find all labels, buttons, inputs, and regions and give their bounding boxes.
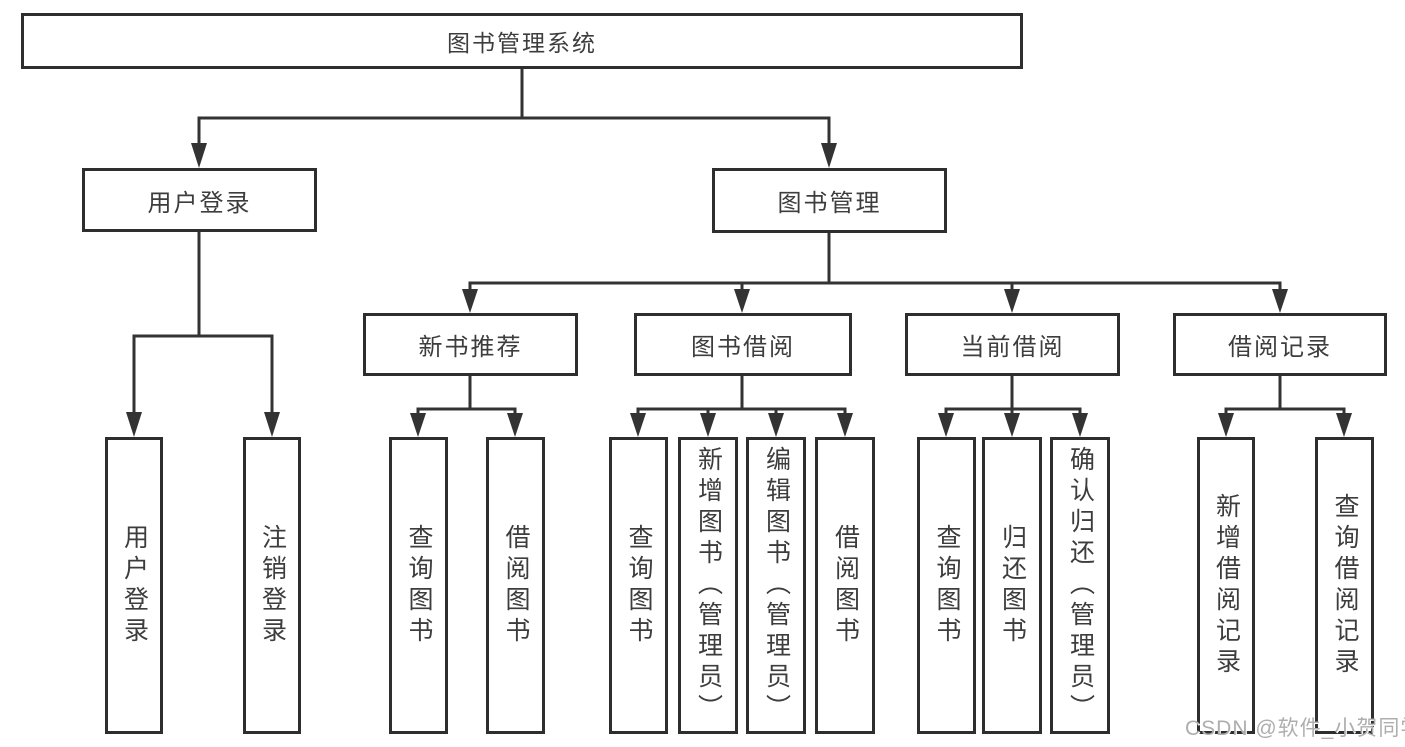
node-cb-confirm-return-admin: 确认归还（管理员） [1050, 437, 1110, 734]
csdn-watermark: CSDN @软件_小贺同学 [1185, 717, 1405, 740]
node-logout: 注销登录 [243, 437, 301, 734]
node-cb-query-book: 查询图书 [917, 437, 976, 734]
node-bb-edit-book-admin: 编辑图书（管理员） [746, 437, 806, 734]
node-login: 用户登录 [105, 437, 163, 734]
node-book-borrow: 图书借阅 [634, 313, 852, 376]
node-bb-query-book: 查询图书 [609, 437, 668, 734]
node-br-add-record: 新增借阅记录 [1197, 437, 1255, 734]
node-user-login: 用户登录 [82, 168, 317, 232]
node-root: 图书管理系统 [21, 13, 1023, 69]
node-new-book-recommend: 新书推荐 [363, 313, 578, 376]
node-bb-borrow-book: 借阅图书 [815, 437, 875, 734]
node-book-management: 图书管理 [712, 168, 947, 233]
node-rec-borrow-book: 借阅图书 [486, 437, 545, 734]
node-bb-add-book-admin: 新增图书（管理员） [678, 437, 738, 734]
node-current-borrow: 当前借阅 [905, 313, 1120, 376]
node-cb-return-book: 归还图书 [982, 437, 1042, 734]
node-rec-query-book: 查询图书 [389, 437, 448, 734]
node-borrow-records: 借阅记录 [1173, 313, 1387, 376]
node-br-query-record: 查询借阅记录 [1315, 437, 1374, 734]
